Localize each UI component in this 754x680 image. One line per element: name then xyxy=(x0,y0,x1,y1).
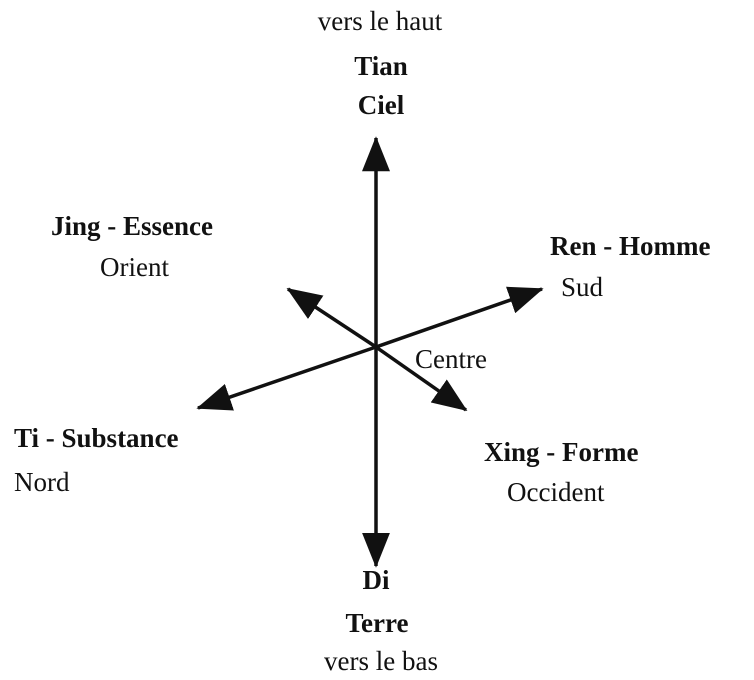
center-label: Centre xyxy=(415,344,487,374)
xing-direction: Occident xyxy=(507,477,605,507)
ren-direction: Sud xyxy=(561,272,604,302)
jing-name: Jing - Essence xyxy=(51,211,213,241)
ti-name: Ti - Substance xyxy=(14,423,179,453)
ren-name: Ren - Homme xyxy=(550,231,710,261)
down-note: vers le bas xyxy=(324,646,438,676)
ti-direction: Nord xyxy=(14,467,70,497)
up-name: Tian xyxy=(354,51,408,81)
jing-direction: Orient xyxy=(100,252,169,282)
arrow-ren xyxy=(375,286,544,349)
down-name: Di xyxy=(363,565,390,595)
arrow-jing xyxy=(286,287,377,349)
arrow-ti xyxy=(196,345,377,411)
up-meaning: Ciel xyxy=(358,90,405,120)
up-note: vers le haut xyxy=(318,6,443,36)
down-meaning: Terre xyxy=(346,608,409,638)
arrow-xing xyxy=(374,345,468,412)
xing-name: Xing - Forme xyxy=(484,437,638,467)
